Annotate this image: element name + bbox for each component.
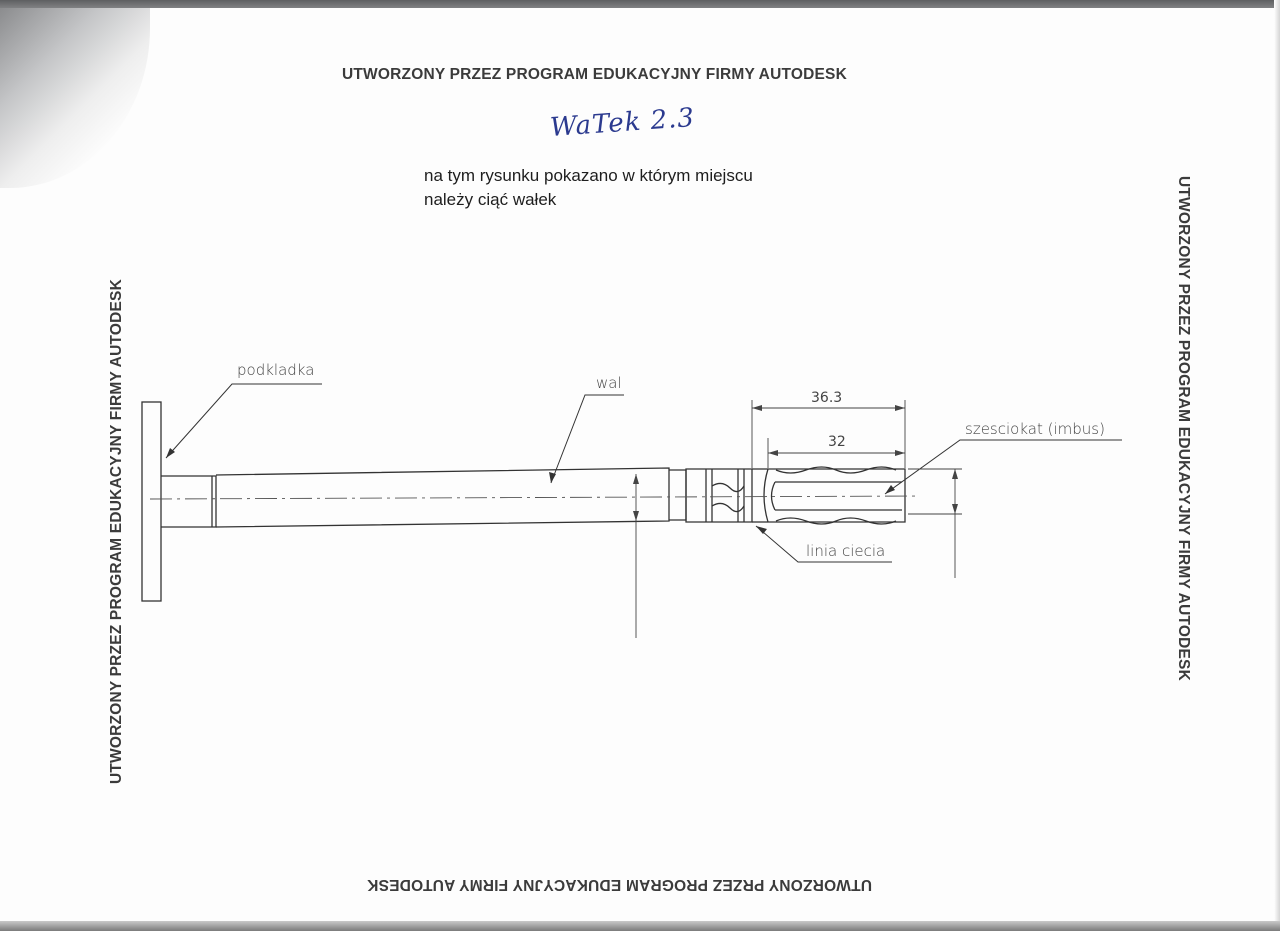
note-line-1: na tym rysunku pokazano w którym miejscu: [424, 166, 753, 185]
leader-hex: [884, 439, 1122, 495]
dimension-32: 32: [828, 434, 846, 450]
arrow-vert-shaft-bottom: [633, 511, 639, 521]
centerline: [149, 495, 921, 500]
scanner-edge-bottom: [0, 921, 1280, 931]
arrow-vert-hex-top: [952, 469, 958, 479]
shaft-neck: [161, 475, 217, 528]
dimension-36-3: 36.3: [811, 390, 842, 406]
watermark-top: UTWORZONY PRZEZ PROGRAM EDUKACYJNY FIRMY…: [342, 66, 847, 83]
leader-shaft: [550, 394, 624, 484]
arrowhead-hex: [885, 485, 895, 494]
hex-edge-bottom: [775, 517, 897, 525]
arrow-32-left: [768, 450, 778, 456]
arrow-vert-shaft-top: [633, 474, 639, 484]
hex-end-body: [768, 468, 906, 523]
arrowhead-washer: [166, 448, 175, 458]
cut-line-arc: [763, 468, 769, 523]
label-washer: podkladka: [237, 361, 314, 379]
socket-bottom-arc: [770, 481, 776, 511]
leader-cut: [755, 525, 892, 563]
hex-edge-top: [775, 466, 897, 474]
leader-washer: [165, 383, 322, 459]
washer-plate: [141, 401, 162, 602]
scanner-edge-right: [1274, 0, 1280, 931]
arrow-32-right: [895, 450, 905, 456]
arrowhead-cut: [756, 526, 767, 534]
shaft-body: [215, 467, 670, 528]
label-cut-line: linia ciecia: [806, 542, 885, 560]
arrow-36-right: [895, 405, 905, 411]
label-shaft: wal: [596, 374, 622, 392]
paper-sheet: [0, 8, 1274, 921]
note-line-2: należy ciąć wałek: [424, 190, 557, 209]
label-hex-socket: szesciokat (imbus): [965, 420, 1105, 438]
shaft-grooved-section: [685, 468, 753, 523]
arrowhead-shaft: [549, 472, 556, 483]
break-curve-2: [711, 502, 745, 513]
arrow-vert-hex-bottom: [952, 504, 958, 514]
shaft-step: [669, 469, 687, 521]
break-curve-1: [711, 482, 745, 493]
arrow-36-left: [752, 405, 762, 411]
description-note: na tym rysunku pokazano w którym miejscu…: [424, 164, 753, 212]
